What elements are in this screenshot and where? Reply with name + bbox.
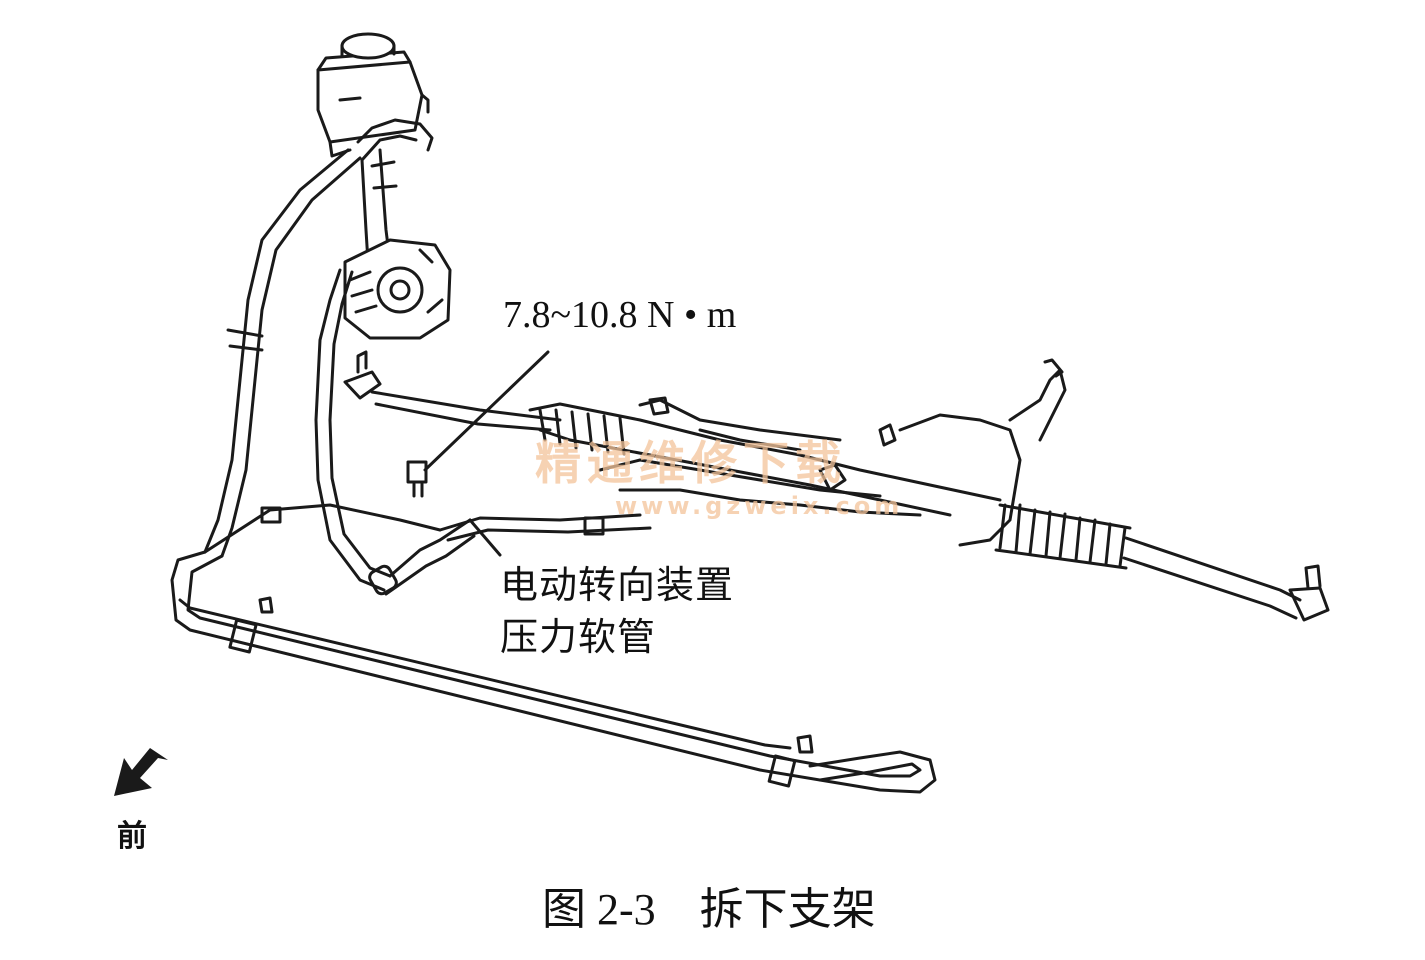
pump-pressure-hose [314, 268, 476, 596]
steering-rack-icon [343, 350, 1330, 622]
watermark-url: www.gzweix.com [615, 492, 904, 520]
return-hose [203, 148, 362, 558]
fluid-reservoir-icon [316, 32, 430, 158]
torque-spec-label: 7.8~10.8 N • m [503, 294, 737, 336]
pressure-hose-label-line1: 电动转向装置 [500, 563, 735, 607]
bracket-bolt [406, 350, 550, 557]
pressure-hose-lines [170, 503, 937, 794]
hose-leader-line [468, 518, 502, 557]
figure-caption: 图 2-3 拆下支架 [542, 888, 876, 932]
power-steering-pump-icon [343, 238, 452, 340]
arrow-down-left-icon [114, 748, 168, 796]
tie-rod-end-right [1288, 564, 1330, 622]
watermark: 精通维修下载 www.gzweix.com [535, 440, 903, 518]
figure-number: 图 2-3 [542, 885, 656, 934]
pressure-hose-label-line2: 压力软管 [500, 615, 657, 659]
watermark-text: 精通维修下载 [535, 436, 847, 490]
left-bellows [538, 408, 626, 456]
right-bellows [994, 503, 1132, 570]
figure-title: 拆下支架 [699, 885, 876, 934]
front-direction-label: 前 [117, 819, 147, 854]
